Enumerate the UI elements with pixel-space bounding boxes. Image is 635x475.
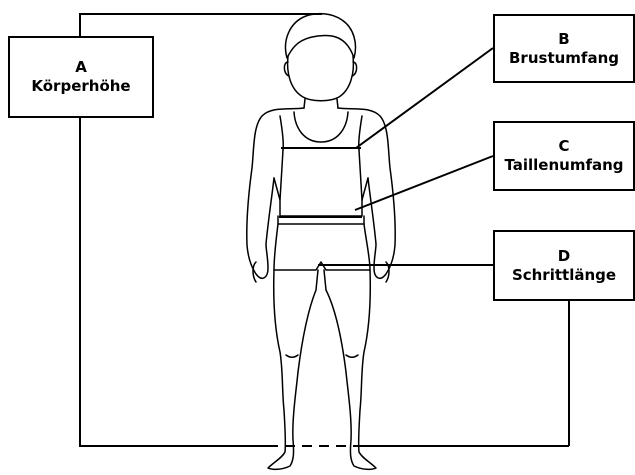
person-figure xyxy=(247,14,395,470)
label-b-letter: B xyxy=(558,30,569,49)
label-a-koerperhoehe: A Körperhöhe xyxy=(8,36,154,118)
label-d-schrittlaenge: D Schrittlänge xyxy=(493,230,635,301)
tank-top xyxy=(280,116,362,150)
label-c-taillenumfang: C Taillenumfang xyxy=(493,121,635,191)
label-b-name: Brustumfang xyxy=(509,49,619,68)
label-d-letter: D xyxy=(558,247,570,266)
waist-leader xyxy=(355,156,493,210)
head-face xyxy=(288,56,354,101)
chest-leader xyxy=(356,48,493,148)
measurement-lines xyxy=(279,48,493,265)
right-leg xyxy=(324,270,376,469)
left-leg xyxy=(268,270,318,469)
right-arm xyxy=(338,108,395,278)
label-a-name: Körperhöhe xyxy=(31,77,130,96)
label-c-letter: C xyxy=(558,137,569,156)
label-c-name: Taillenumfang xyxy=(504,156,623,175)
label-d-name: Schrittlänge xyxy=(512,266,616,285)
label-a-letter: A xyxy=(75,58,87,77)
shorts xyxy=(274,224,370,270)
head-hair xyxy=(286,14,356,58)
label-b-brustumfang: B Brustumfang xyxy=(493,14,635,83)
